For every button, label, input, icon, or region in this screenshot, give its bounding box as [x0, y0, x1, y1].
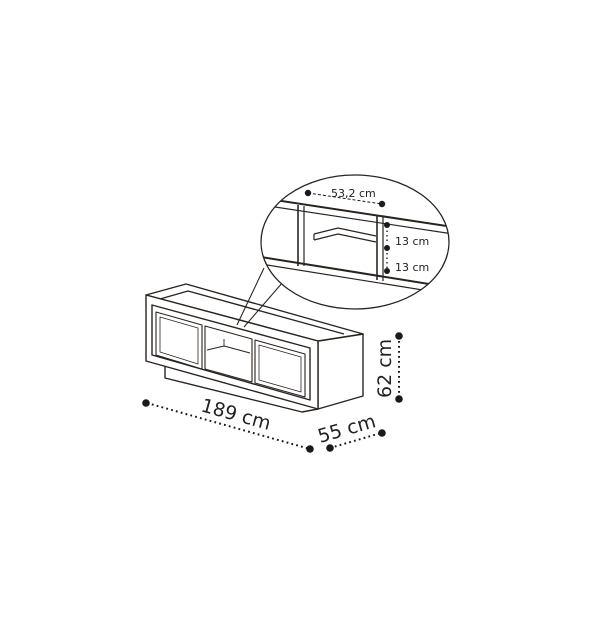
label-depth: 55 cm	[315, 410, 378, 447]
open-niche	[204, 325, 253, 383]
right-door-inset	[258, 344, 302, 393]
dim-shelf-width	[304, 189, 386, 208]
tv-cabinet	[145, 283, 364, 413]
label-lower-gap: 13 cm	[395, 261, 429, 274]
detail-magnifier	[260, 174, 450, 310]
cabinet-side-panel	[317, 333, 364, 410]
dim-gap-dots	[384, 222, 390, 274]
magnifier-circle	[260, 174, 450, 310]
dim-width	[142, 399, 314, 453]
label-height: 62 cm	[374, 339, 396, 398]
dim-depth	[326, 429, 386, 452]
dim-height	[395, 332, 403, 403]
cabinet-top-bevel	[159, 290, 345, 335]
magnifier-pointer	[236, 267, 284, 328]
left-door-inset	[159, 316, 199, 365]
label-upper-gap: 13 cm	[395, 235, 429, 248]
label-shelf-width: 53,2 cm	[331, 187, 376, 200]
